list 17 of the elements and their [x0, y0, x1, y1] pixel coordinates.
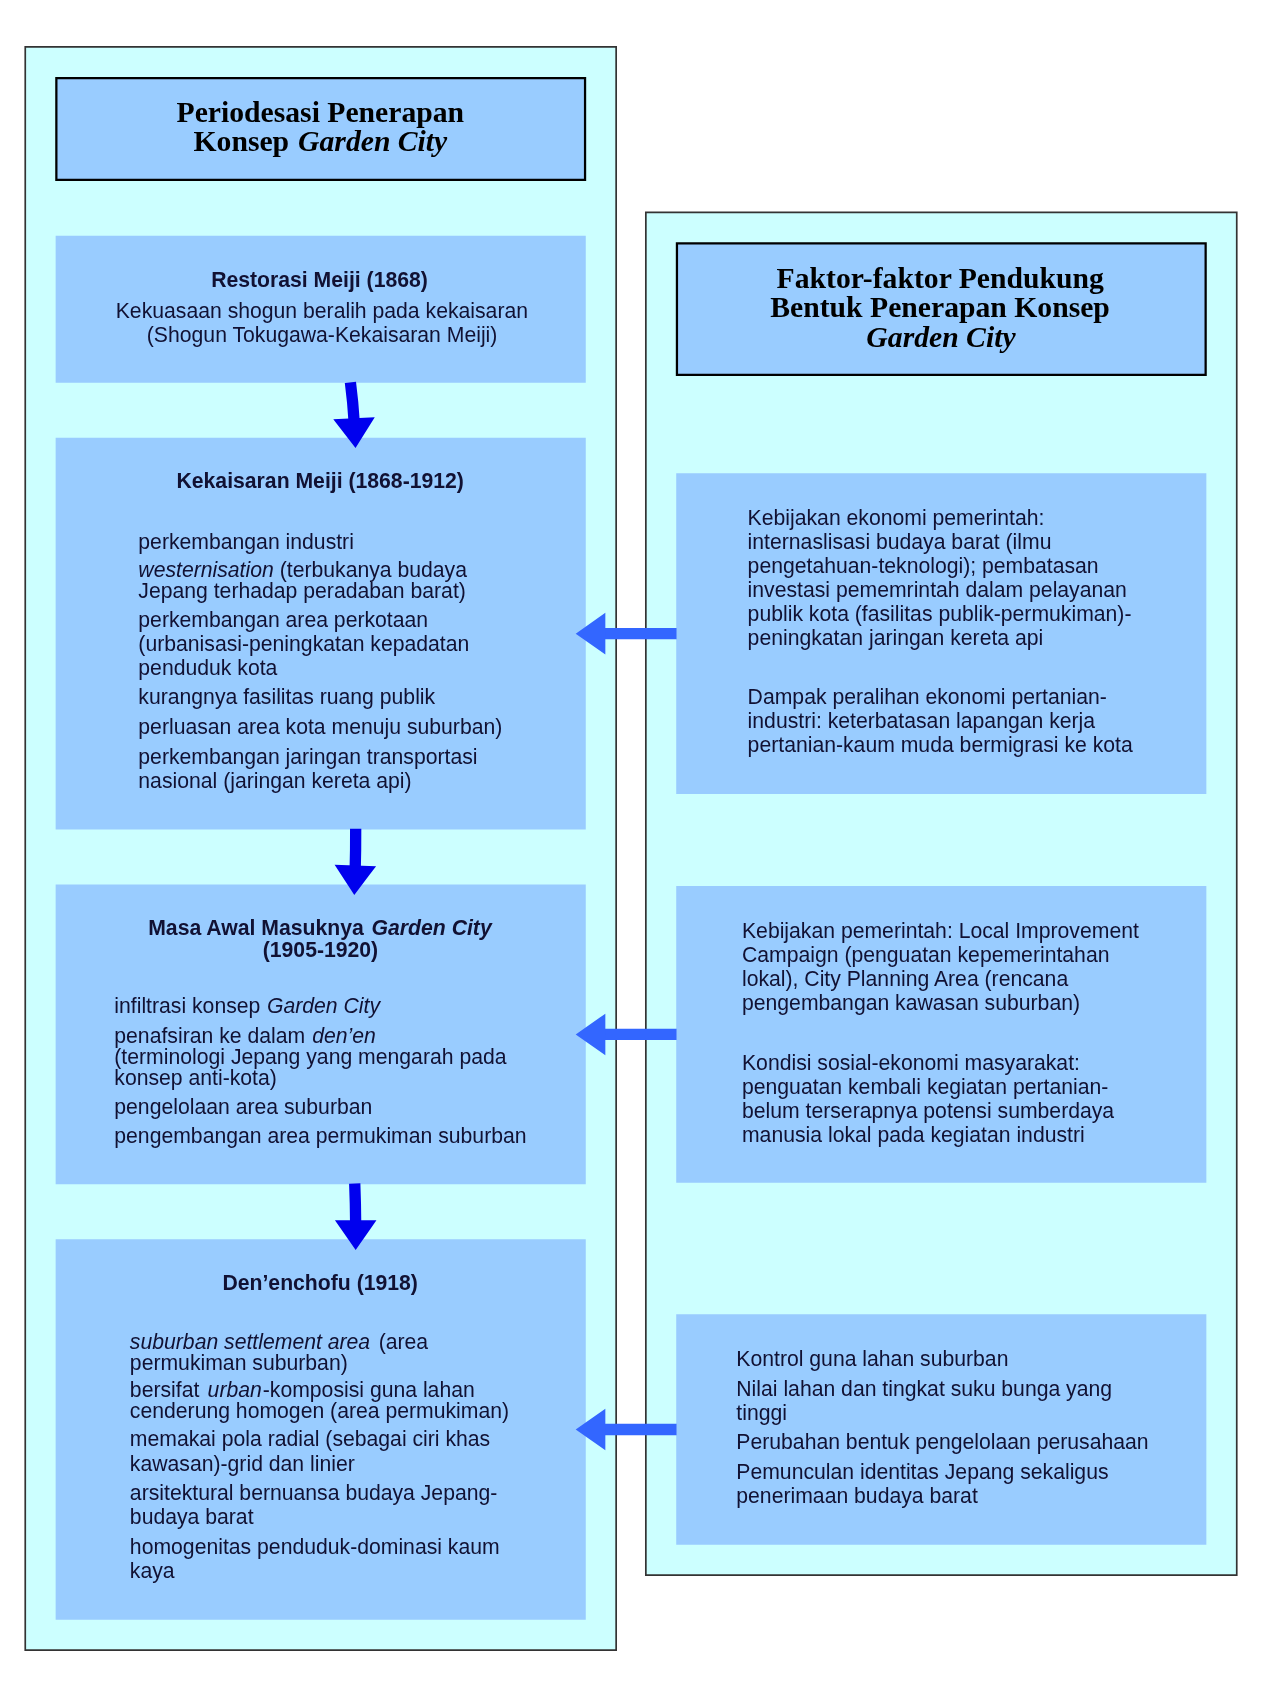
node-box: Den’enchofu (1918) suburban settlement area (area permukiman suburban) bersifat urban-komposisi guna lahan cenderung homogen (area permukiman) memakai pola radial (sebagai ciri khas kawasan)-grid dan linier arsitektural bernuansa budaya Jepang-budaya barat homogenitas penduduk-dominasi kaum kaya: [55, 1239, 586, 1620]
arrow: [575, 1013, 677, 1056]
node-box: Masa Awal Masuknya Garden City (1905-1920) infiltrasi konsep Garden City penafsiran ke dalam den’en (terminologi Jepang yang mengarah pada konsep anti-kota) pengelolaan area suburban pengembangan area permukiman suburban: [55, 884, 586, 1185]
node-box: Kebijakan pemerintah: Local Improvement Campaign (penguatan kepemerintahan lokal), City Planning Area (rencana pengembangan kawasan suburban) Kondisi sosial-ekonomi masyarakat: penguatan kembali kegiatan pertanian-belum terserapnya potensi sumberdaya manusia lokal pada kegiatan industri: [676, 885, 1207, 1183]
arrow: [333, 381, 375, 448]
node-box: Restorasi Meiji (1868) Kekuasaan shogun beralih pada kekaisaran (Shogun Tokugawa-Kekaisaran Meiji): [55, 235, 586, 383]
node-box: Periodesasi Penerapan Konsep Garden City: [55, 76, 587, 181]
arrow: [575, 612, 677, 655]
cluster: [24, 46, 617, 1651]
cluster: [645, 211, 1238, 1576]
arrow: [575, 1408, 677, 1451]
arrow: [334, 828, 377, 896]
node-box: Faktor-faktor Pendukung Bentuk Penerapan Konsep Garden City: [675, 242, 1207, 377]
arrow: [334, 1183, 377, 1250]
node-box: Kekaisaran Meiji (1868-1912) perkembangan industri westernisation (terbukanya budaya Jepang terhadap peradaban barat) perkembangan area perkotaan (urbanisasi-peningkatan kepadatan penduduk kota kurangnya fasilitas ruang publik perluasan area kota menuju suburban) perkembangan jaringan transportasi nasional (jaringan kereta api): [55, 437, 586, 830]
node-box: Kebijakan ekonomi pemerintah: internaslisasi budaya barat (ilmu pengetahuan-teknologi); pembatasan investasi pememrintah dalam pelayanan publik kota (fasilitas publik-permukiman)-peningkatan jaringan kereta api Dampak peralihan ekonomi pertanian-industri: keterbatasan lapangan kerja pertanian-kaum muda bermigrasi ke kota: [676, 473, 1207, 795]
node-box: Kontrol guna lahan suburban Nilai lahan dan tingkat suku bunga yang tinggi Perubahan bentuk pengelolaan perusahaan Pemunculan identitas Jepang sekaligus penerimaan budaya barat: [676, 1314, 1207, 1545]
